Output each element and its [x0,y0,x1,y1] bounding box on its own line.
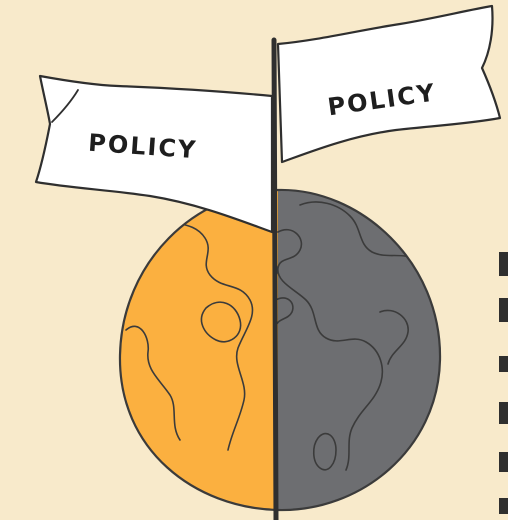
left-flag-fold [51,89,79,123]
continent-australia [275,297,294,327]
continent-europe [277,228,384,471]
right-policy-flag: POLICY [276,4,502,164]
globe-left-hemisphere [119,189,278,511]
continent-island [312,432,337,471]
flagpole [271,37,279,520]
globe [118,188,442,512]
continent-outlines [125,201,437,471]
continent-south [125,325,181,441]
continent-central [200,301,242,343]
left-policy-flag: POLICY [34,74,274,234]
continent-americas [159,217,254,451]
cropped-text-fragments [499,252,508,514]
right-flag-cloth [276,4,502,164]
continent-africa [379,309,409,365]
globe-right-hemisphere [278,189,441,511]
left-flag-cloth [34,74,274,234]
